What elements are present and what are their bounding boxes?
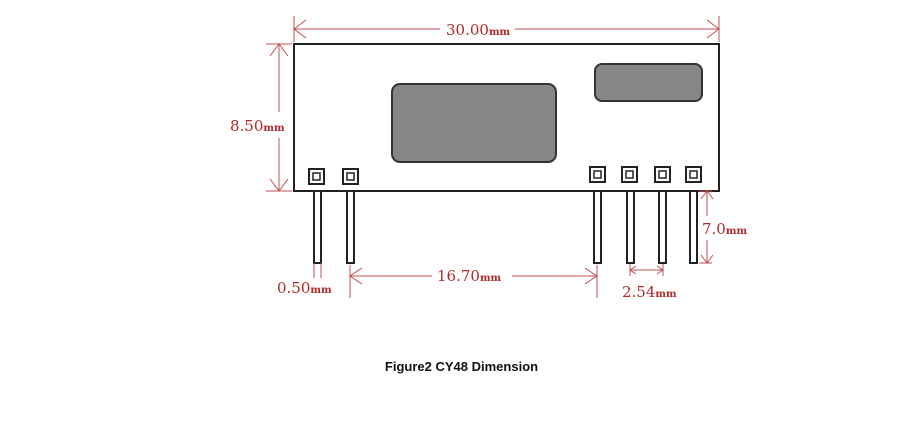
pin-width-label: 0.50mm	[277, 279, 332, 297]
height-label: 8.50mm	[230, 117, 285, 135]
pin-1	[308, 168, 325, 264]
width-label: 30.00mm	[446, 21, 511, 39]
figure-caption: Figure2 CY48 Dimension	[384, 359, 539, 374]
dimension-lines	[266, 16, 720, 298]
pin-5	[654, 166, 671, 264]
pins	[308, 166, 702, 264]
pin-4	[621, 166, 638, 264]
small-component	[594, 63, 703, 102]
pin-2	[342, 168, 359, 264]
pin-3	[589, 166, 606, 264]
pin-gap-label: 16.70mm	[437, 267, 502, 285]
pin-6	[685, 166, 702, 264]
pin-length-label: 7.0mm	[702, 220, 747, 238]
large-component	[391, 83, 557, 163]
pin-pitch-label: 2.54mm	[622, 283, 677, 301]
